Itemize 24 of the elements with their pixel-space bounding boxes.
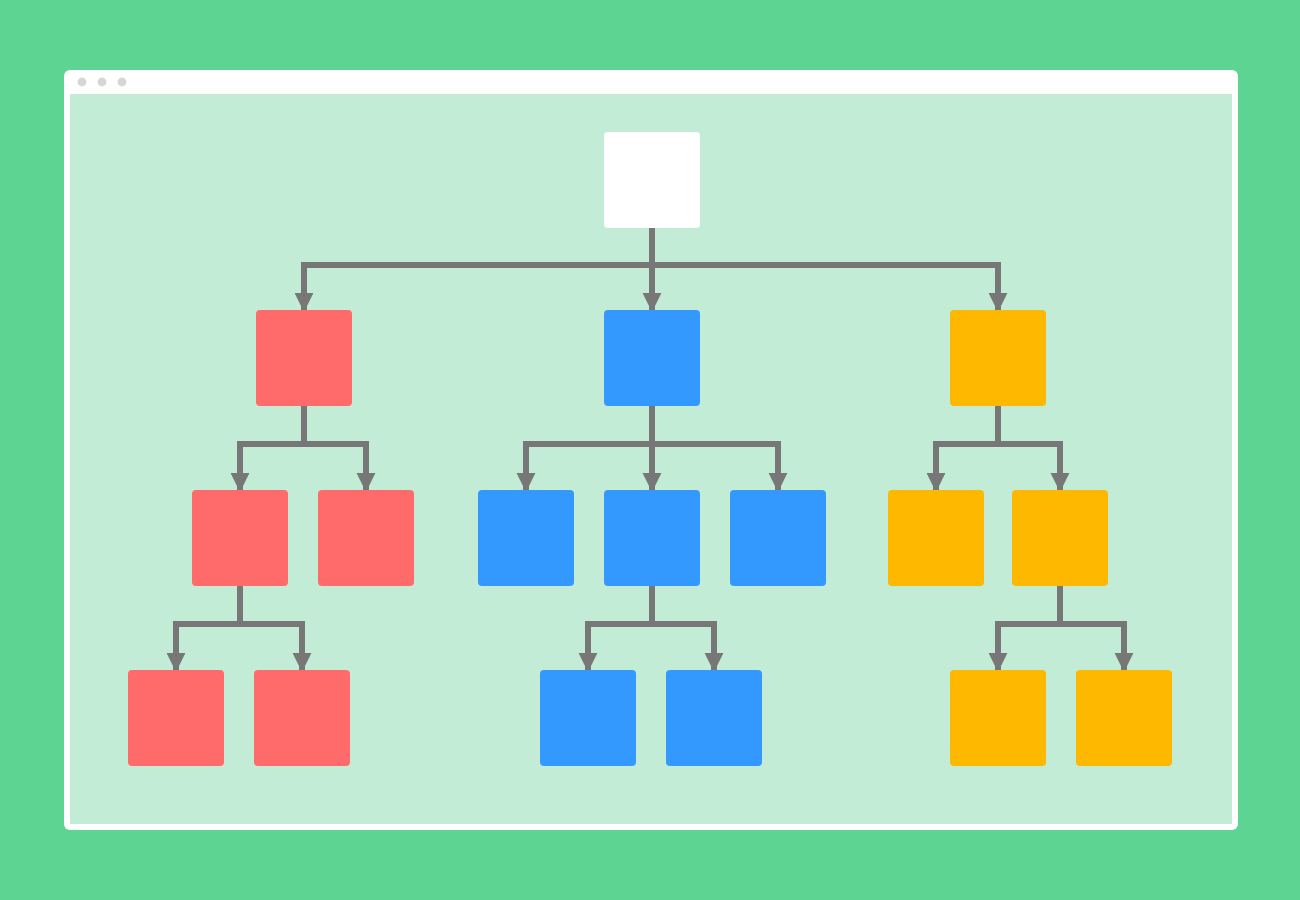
box bbox=[1076, 670, 1172, 766]
box bbox=[254, 670, 350, 766]
box bbox=[128, 670, 224, 766]
arrow bbox=[237, 586, 312, 672]
box bbox=[318, 490, 414, 586]
arrow bbox=[1057, 586, 1134, 672]
box bbox=[1012, 490, 1108, 586]
box bbox=[950, 310, 1046, 406]
arrow bbox=[301, 406, 376, 492]
box bbox=[888, 490, 984, 586]
box bbox=[604, 132, 700, 228]
arrow bbox=[649, 586, 724, 672]
arrow bbox=[649, 406, 788, 492]
arrow bbox=[995, 406, 1070, 492]
box bbox=[950, 670, 1046, 766]
box bbox=[666, 670, 762, 766]
box bbox=[192, 490, 288, 586]
box bbox=[540, 670, 636, 766]
box bbox=[478, 490, 574, 586]
box bbox=[604, 310, 700, 406]
arrow bbox=[649, 228, 1008, 312]
box bbox=[604, 490, 700, 586]
box bbox=[730, 490, 826, 586]
box bbox=[256, 310, 352, 406]
